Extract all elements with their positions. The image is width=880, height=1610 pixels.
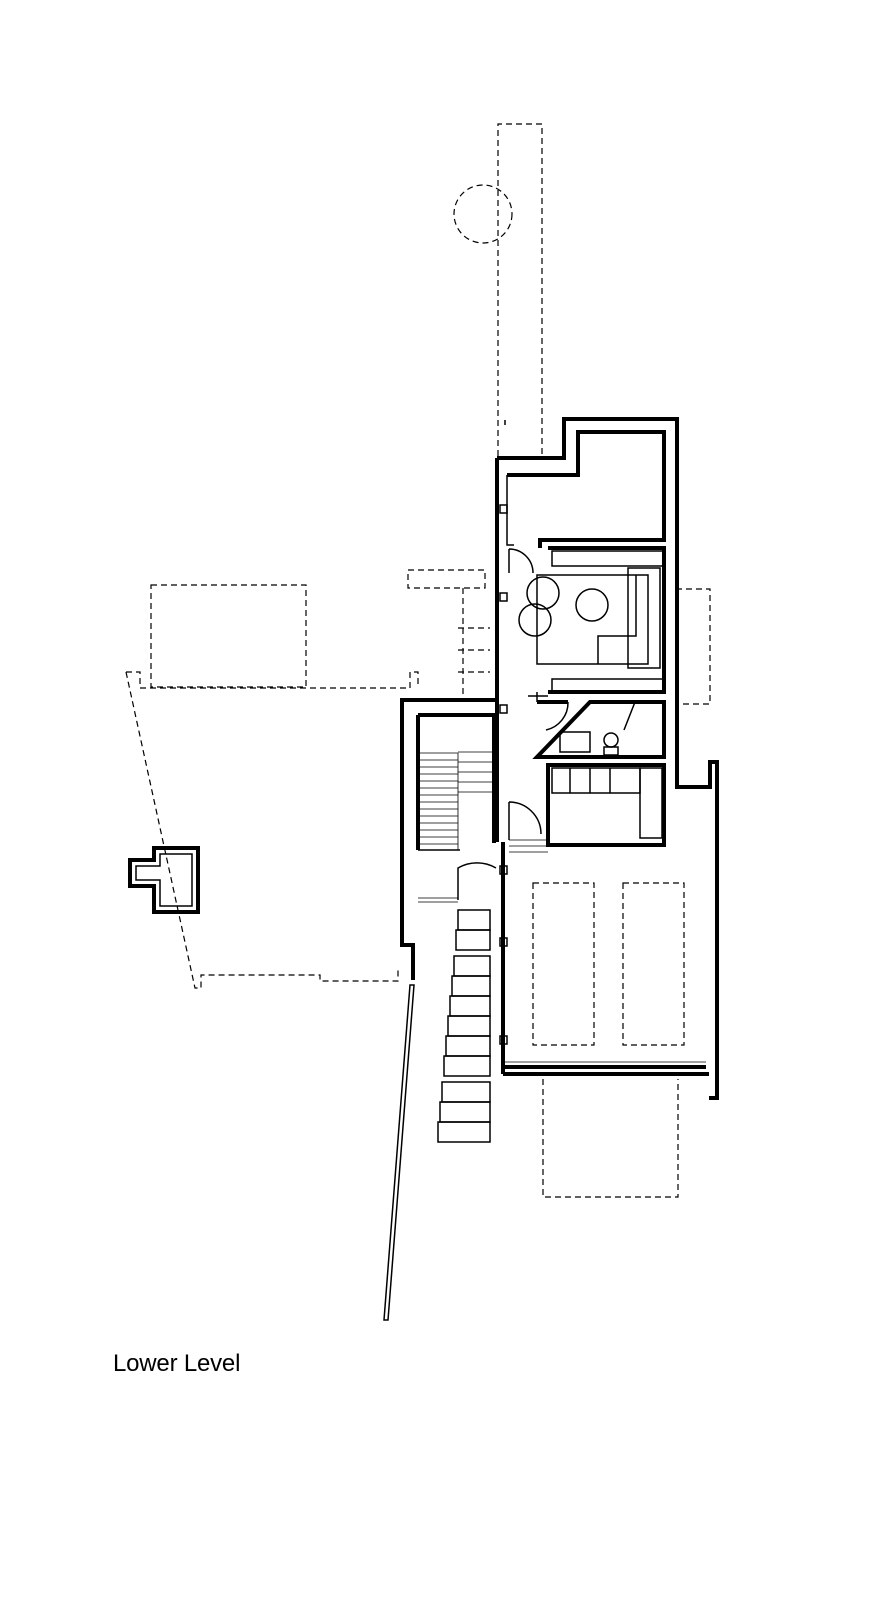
main-building <box>495 417 719 1100</box>
exterior-steps <box>437 909 491 1143</box>
retaining-wall <box>383 984 415 1321</box>
stair-hall <box>400 698 497 980</box>
plan-caption: Lower Level <box>113 1350 241 1377</box>
outbuilding <box>128 846 200 914</box>
